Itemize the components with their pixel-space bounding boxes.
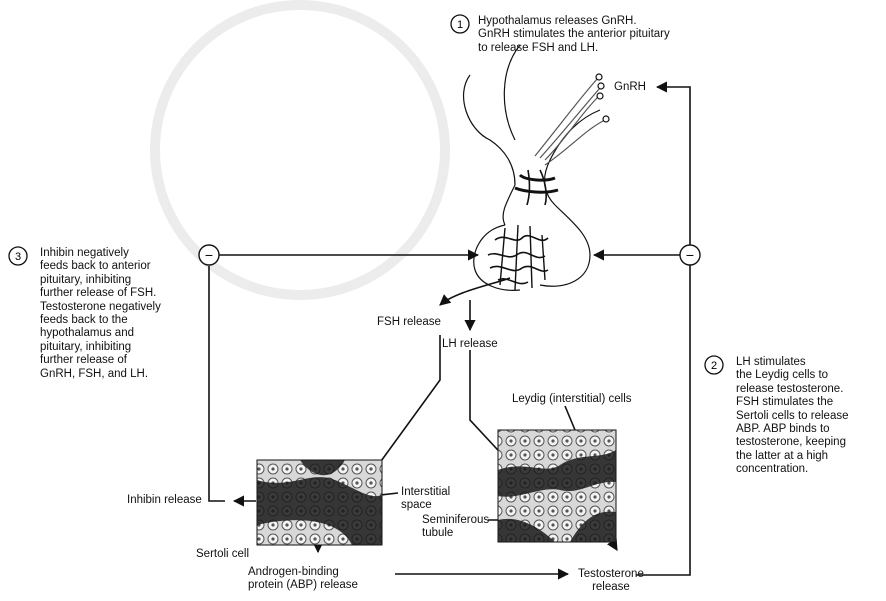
step-2-text: LH stimulates the Leydig cells to releas… [736, 356, 849, 477]
gnrh-label: GnRH [614, 81, 646, 94]
abp-release-label: Androgen-binding protein (ABP) release [248, 566, 358, 592]
leydig-cells-label: Leydig (interstitial) cells [512, 393, 632, 406]
seminiferous-tubule-label: Seminiferous tubule [422, 514, 489, 540]
svg-text:3: 3 [15, 251, 21, 263]
pituitary-illustration [464, 45, 609, 290]
step-3-marker: 3 [9, 247, 27, 265]
right-tissue-micrograph [498, 430, 616, 542]
testosterone-release-label: Testosterone release [578, 568, 644, 594]
inhibition-symbol-right: − [680, 245, 700, 265]
sertoli-cell-label: Sertoli cell [196, 548, 249, 561]
fsh-release-label: FSH release [377, 316, 441, 329]
inhibition-symbol-left: − [199, 245, 219, 265]
left-tissue-micrograph [257, 460, 382, 545]
svg-text:2: 2 [711, 360, 717, 372]
step-1-text: Hypothalamus releases GnRH. GnRH stimula… [478, 15, 670, 55]
step-1-marker: 1 [451, 15, 469, 33]
interstitial-space-label: Interstitial space [401, 486, 450, 512]
inhibin-release-label: Inhibin release [127, 494, 202, 507]
step-2-marker: 2 [705, 356, 723, 374]
svg-text:−: − [686, 247, 694, 263]
svg-text:1: 1 [457, 19, 463, 31]
step-3-text: Inhibin negatively feeds back to anterio… [40, 247, 161, 381]
svg-text:−: − [205, 247, 213, 263]
lh-release-label: LH release [442, 338, 498, 351]
